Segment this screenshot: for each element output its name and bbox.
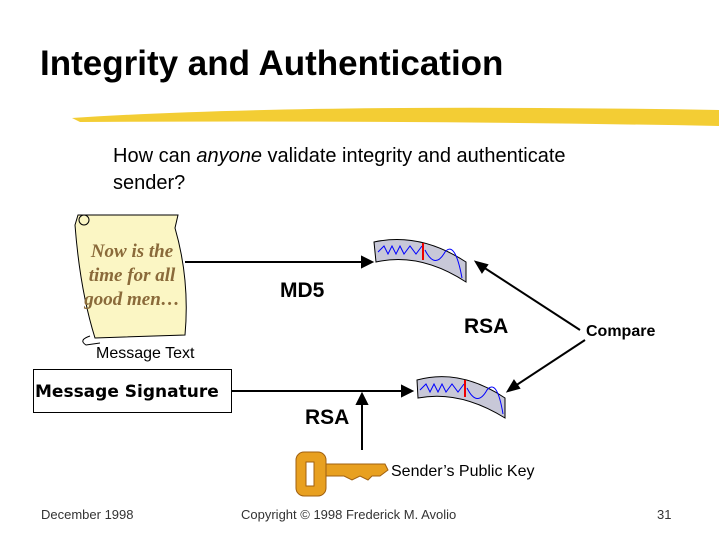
message-signature-box (33, 369, 232, 413)
title-underline (72, 107, 719, 126)
slide-title: Integrity and Authentication (40, 44, 504, 83)
md5-label: MD5 (280, 279, 325, 302)
page-number: 31 (657, 507, 672, 522)
footer-date: December 1998 (41, 507, 134, 522)
scroll-icon (74, 214, 187, 346)
question-emphasis: anyone (196, 145, 262, 167)
question-part: validate integrity and authenticate send… (113, 145, 566, 194)
hash-digest-top (373, 239, 467, 283)
compare-label: Compare (586, 323, 656, 340)
footer-copyright: Copyright © 1998 Frederick M. Avolio (241, 507, 457, 522)
message-signature-label: Message Signature (35, 382, 219, 402)
hash-digest-bottom (416, 376, 506, 419)
public-key-label: Sender’s Public Key (391, 463, 535, 480)
scroll-text: Now is the time for all good men… (84, 241, 180, 310)
rsa-bottom-label: RSA (305, 406, 350, 429)
question-text: How can anyone validate integrity and au… (113, 143, 593, 197)
rsa-top-label: RSA (464, 315, 509, 338)
key-icon (295, 451, 389, 497)
message-text-label: Message Text (96, 345, 195, 362)
question-part: How can (113, 145, 197, 167)
